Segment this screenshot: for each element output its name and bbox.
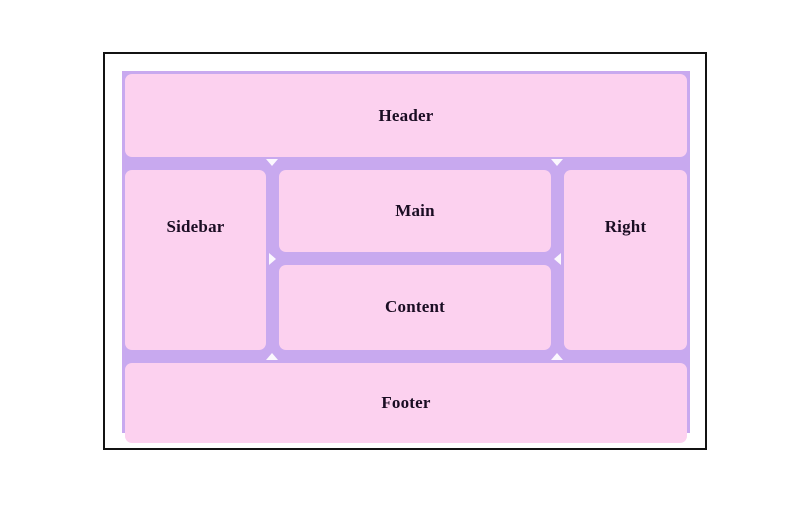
split-layout-root: Header Sidebar Main Content Right Footer (122, 71, 690, 443)
pane-right-label: Right (604, 217, 647, 236)
pane-header[interactable]: Header (125, 74, 687, 157)
resize-handle-left-icon[interactable] (554, 253, 561, 265)
splitter-header-row[interactable] (125, 157, 687, 170)
resize-handle-down-icon[interactable] (266, 159, 278, 166)
pane-right[interactable]: Right (564, 170, 687, 350)
splitter-main-content[interactable] (279, 252, 551, 265)
outer-frame: Header Sidebar Main Content Right Footer (103, 52, 707, 450)
pane-sidebar[interactable]: Sidebar (125, 170, 266, 350)
pane-main[interactable]: Main (279, 170, 551, 252)
resize-handle-up-icon[interactable] (551, 353, 563, 360)
pane-header-label: Header (378, 106, 434, 125)
resize-handle-up-icon[interactable] (266, 353, 278, 360)
pane-sidebar-label: Sidebar (166, 217, 225, 236)
pane-content[interactable]: Content (279, 265, 551, 350)
pane-footer-label: Footer (381, 393, 431, 412)
splitter-row-footer[interactable] (125, 350, 687, 363)
resize-handle-down-icon[interactable] (551, 159, 563, 166)
pane-content-label: Content (385, 297, 445, 316)
resize-handle-right-icon[interactable] (269, 253, 276, 265)
pane-footer[interactable]: Footer (125, 363, 687, 443)
pane-main-label: Main (395, 201, 435, 220)
